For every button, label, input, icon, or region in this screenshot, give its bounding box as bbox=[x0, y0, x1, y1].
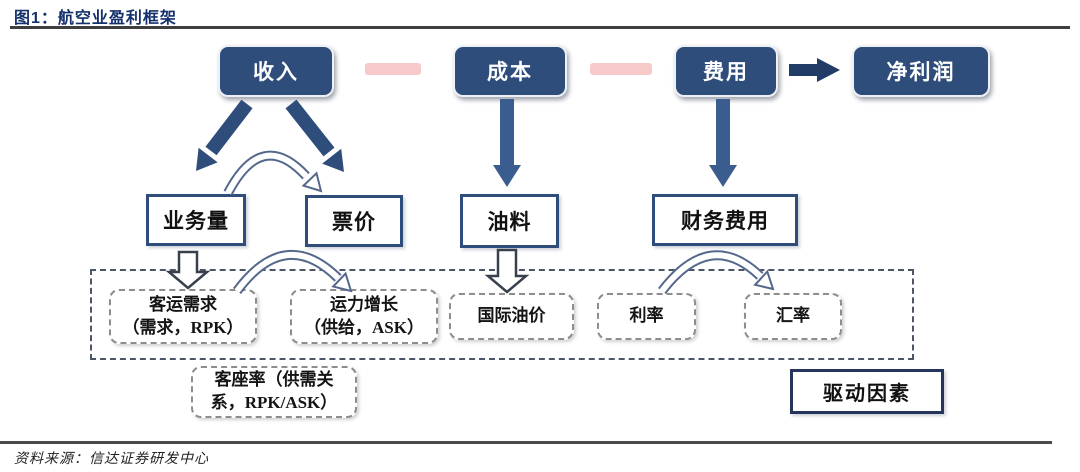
title-divider bbox=[10, 26, 1070, 29]
driving-factors-label: 驱动因素 bbox=[790, 369, 944, 414]
node-passenger-demand: 客运需求 （需求，RPK） bbox=[109, 289, 257, 344]
figure-title: 图1：航空业盈利框架 bbox=[14, 10, 177, 27]
bottom-divider bbox=[0, 441, 1052, 444]
down-arrow-icon bbox=[493, 99, 521, 187]
right-arrow-icon bbox=[789, 58, 840, 82]
node-cost: 成本 bbox=[453, 45, 567, 97]
node-fuel: 油料 bbox=[460, 194, 559, 248]
node-net-profit: 净利润 bbox=[852, 45, 990, 97]
node-exchange-rate: 汇率 bbox=[744, 293, 842, 340]
diagonal-arrow-icon bbox=[285, 99, 344, 172]
node-ticket-price: 票价 bbox=[305, 195, 403, 247]
node-capacity-growth: 运力增长 （供给，ASK） bbox=[290, 289, 438, 344]
node-passenger-demand-line2: （需求，RPK） bbox=[122, 317, 244, 337]
node-revenue: 收入 bbox=[218, 45, 334, 97]
curved-arrow-icon bbox=[223, 150, 323, 196]
node-load-factor-line2: 系，RPK/ASK） bbox=[210, 393, 338, 412]
node-capacity-growth-line1: 运力增长 bbox=[330, 294, 398, 314]
source-note: 资料来源：信达证券研发中心 bbox=[14, 452, 209, 467]
down-arrow-icon bbox=[709, 99, 737, 187]
node-passenger-demand-line1: 客运需求 bbox=[149, 294, 217, 314]
node-load-factor-line1: 客座率（供需关 bbox=[214, 370, 334, 390]
node-load-factor: 客座率（供需关 系，RPK/ASK） bbox=[191, 366, 357, 418]
diagonal-arrow-icon bbox=[196, 99, 253, 171]
node-volume: 业务量 bbox=[146, 194, 246, 246]
node-expense: 费用 bbox=[674, 45, 778, 97]
minus-operator-icon bbox=[590, 63, 652, 75]
node-intl-oil-price: 国际油价 bbox=[449, 293, 574, 340]
node-interest-rate: 利率 bbox=[597, 293, 696, 340]
node-capacity-growth-line2: （供给，ASK） bbox=[304, 317, 424, 337]
node-financial-expense: 财务费用 bbox=[652, 194, 798, 246]
minus-operator-icon bbox=[365, 63, 421, 75]
